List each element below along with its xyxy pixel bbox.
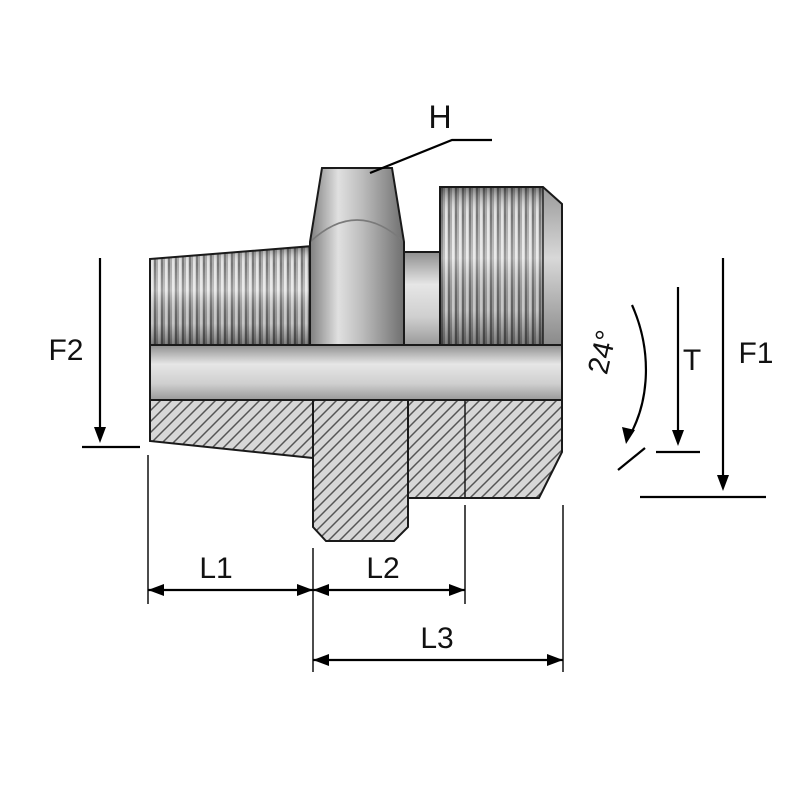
l2-arrowhead-right [449, 584, 465, 596]
dimensions: H F2 24° T F1 [48, 99, 774, 672]
dim-l1: L1 [148, 552, 313, 596]
dim-f1: F1 [640, 258, 774, 499]
right-thread [439, 186, 563, 346]
hatch-right-outline [407, 399, 563, 499]
l1-arrowhead-right [297, 584, 313, 596]
dim-h: H [369, 99, 492, 175]
left-thread-shading [150, 246, 313, 345]
hatch-right [408, 400, 562, 498]
hex-nut-surface [310, 168, 404, 345]
neck-surface [404, 252, 440, 345]
angle-arc-arrow-line [628, 304, 647, 438]
cone-reference-tick [617, 447, 646, 471]
dim-l2: L2 [313, 552, 465, 596]
dim-t: T [656, 287, 701, 454]
hatch-left [150, 400, 313, 458]
t-label: T [683, 344, 701, 377]
fitting-body [149, 167, 563, 542]
neck [403, 251, 441, 346]
f1-arrowhead [717, 475, 729, 491]
f2-arrowhead [94, 427, 106, 443]
left-thread [149, 244, 314, 346]
l3-label: L3 [420, 622, 453, 655]
hatch-middle [313, 400, 408, 541]
l3-arrowhead-right [547, 654, 563, 666]
body-band [149, 344, 563, 401]
right-thread-outline [439, 186, 563, 346]
dim-f2: F2 [48, 258, 140, 449]
dim-angle: 24° [582, 304, 647, 471]
section-hatching [149, 399, 563, 542]
l2-label: L2 [366, 552, 399, 585]
body-band-surface [150, 345, 562, 400]
t-arrowhead [672, 430, 684, 446]
extension-lines [147, 455, 564, 672]
h-leader-line [369, 138, 492, 175]
f1-label: F1 [738, 337, 773, 370]
l2-arrowhead-left [313, 584, 329, 596]
l1-arrowhead-left [148, 584, 164, 596]
dim-l3: L3 [313, 622, 563, 666]
f2-label: F2 [48, 334, 83, 367]
angle-arrowhead [622, 427, 635, 444]
angle-label: 24° [582, 327, 623, 377]
hex-chamfer-arc [309, 219, 405, 243]
right-thread-shading [440, 187, 543, 345]
hex-nut [309, 167, 405, 346]
l1-label: L1 [199, 552, 232, 585]
right-thread-chamfer [543, 187, 562, 345]
h-label: H [428, 99, 451, 135]
l3-arrowhead-left [313, 654, 329, 666]
